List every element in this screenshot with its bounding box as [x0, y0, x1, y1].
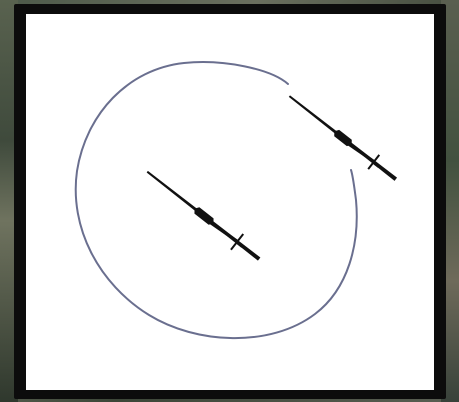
orbit-path [76, 62, 357, 338]
illustration-canvas [26, 14, 434, 390]
glider-diagram [26, 14, 434, 390]
illustration-frame [14, 4, 446, 399]
glider-icon [141, 164, 265, 267]
glider-icon [284, 89, 401, 186]
